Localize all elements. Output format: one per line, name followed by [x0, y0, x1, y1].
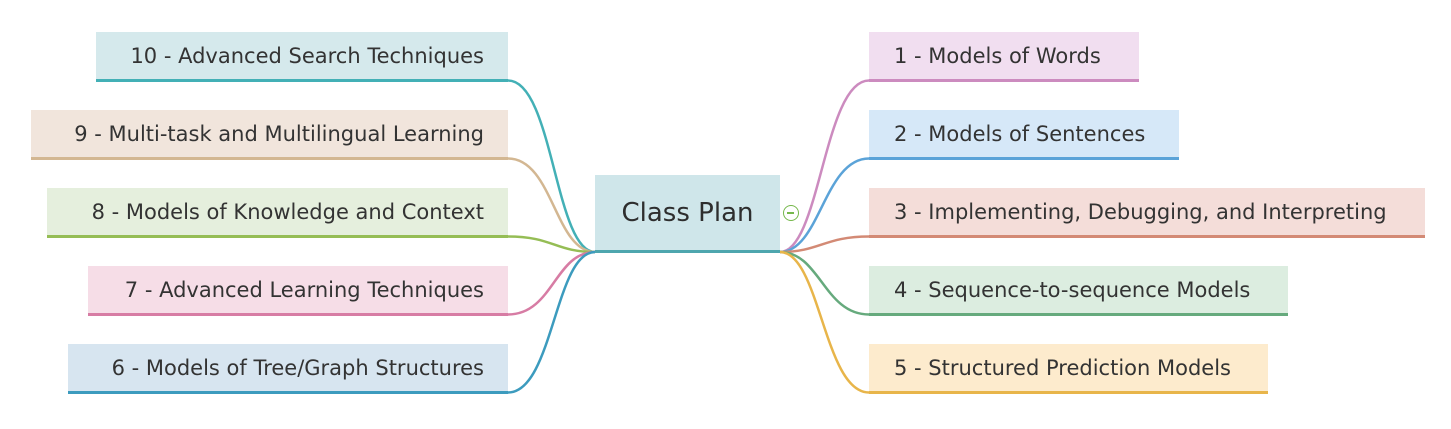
topic-3[interactable]: 3 - Implementing, Debugging, and Interpr…: [869, 188, 1425, 238]
connector-line: [779, 250, 870, 316]
collapse-minus-icon[interactable]: [783, 205, 799, 221]
connector-line: [779, 157, 870, 254]
connector-line: [779, 250, 870, 394]
central-topic[interactable]: Class Plan: [595, 175, 780, 253]
topic-label: 8 - Models of Knowledge and Context: [91, 199, 484, 224]
connector-line: [779, 235, 870, 254]
topic-label: 2 - Models of Sentences: [894, 121, 1146, 146]
topic-label: 1 - Models of Words: [894, 43, 1101, 68]
connector-line: [507, 250, 596, 316]
topic-label: 6 - Models of Tree/Graph Structures: [111, 355, 484, 380]
connector-line: [779, 79, 870, 254]
topic-label: 10 - Advanced Search Techniques: [130, 43, 484, 68]
connector-line: [507, 79, 596, 254]
topic-label: 4 - Sequence-to-sequence Models: [894, 277, 1251, 302]
connector-line: [507, 250, 596, 394]
topic-1[interactable]: 1 - Models of Words: [869, 32, 1139, 82]
topic-9[interactable]: 9 - Multi-task and Multilingual Learning: [31, 110, 508, 160]
topic-2[interactable]: 2 - Models of Sentences: [869, 110, 1179, 160]
topic-4[interactable]: 4 - Sequence-to-sequence Models: [869, 266, 1288, 316]
central-topic-label: Class Plan: [621, 197, 754, 228]
topic-label: 5 - Structured Prediction Models: [894, 355, 1231, 380]
connector-line: [507, 235, 596, 254]
topic-label: 7 - Advanced Learning Techniques: [124, 277, 484, 302]
connector-line: [507, 157, 596, 254]
topic-label: 9 - Multi-task and Multilingual Learning: [74, 121, 484, 146]
topic-8[interactable]: 8 - Models of Knowledge and Context: [47, 188, 508, 238]
topic-5[interactable]: 5 - Structured Prediction Models: [869, 344, 1268, 394]
topic-label: 3 - Implementing, Debugging, and Interpr…: [894, 199, 1387, 224]
topic-7[interactable]: 7 - Advanced Learning Techniques: [88, 266, 508, 316]
topic-6[interactable]: 6 - Models of Tree/Graph Structures: [68, 344, 508, 394]
topic-10[interactable]: 10 - Advanced Search Techniques: [96, 32, 508, 82]
